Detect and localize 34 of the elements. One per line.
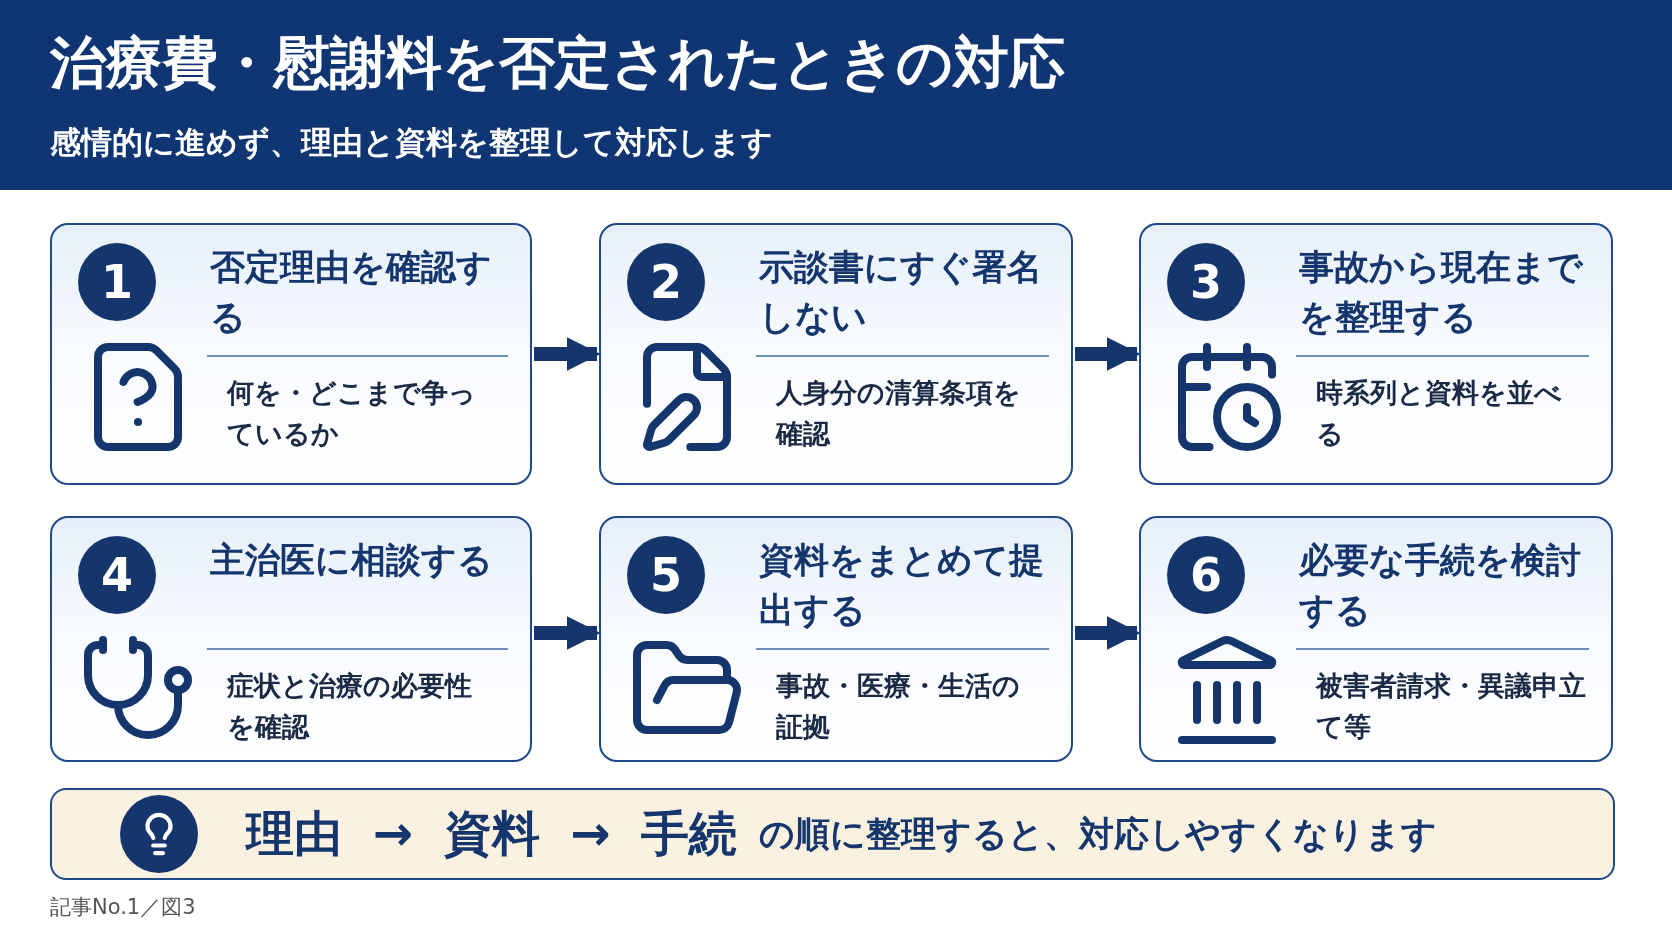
step-number: 5 bbox=[627, 536, 705, 614]
tip-banner bbox=[50, 788, 1615, 880]
step-number: 1 bbox=[78, 243, 156, 321]
caption: 記事No.1／図3 bbox=[50, 894, 196, 921]
step-heading: 否定理由を確認する bbox=[210, 246, 493, 339]
arrow bbox=[1075, 616, 1141, 650]
step-card bbox=[1139, 516, 1613, 762]
step-number: 6 bbox=[1167, 536, 1245, 614]
step-description: 被害者請求・異議申立て等 bbox=[1316, 669, 1586, 744]
key-steps: 理由 → 資料 → 手続 bbox=[246, 802, 738, 866]
step-card bbox=[1139, 223, 1613, 485]
step-card bbox=[50, 223, 532, 485]
title: 治療費・慰謝料を否定されたときの対応 bbox=[50, 29, 1065, 97]
arrow bbox=[534, 616, 601, 650]
step-description: 人身分の清算条項を確認 bbox=[776, 376, 1022, 451]
step-number: 2 bbox=[627, 243, 705, 321]
step-number: 3 bbox=[1167, 243, 1245, 321]
step-card bbox=[50, 516, 532, 762]
step-heading: 資料をまとめて提出する bbox=[759, 539, 1045, 632]
tip-text: の順に整理すると、対応しやすくなります bbox=[759, 812, 1438, 856]
step-number: 4 bbox=[78, 536, 156, 614]
step-description: 症状と治療の必要性を確認 bbox=[227, 669, 473, 744]
step-description: 時系列と資料を並べる bbox=[1316, 376, 1563, 451]
arrow bbox=[1075, 337, 1141, 371]
step-heading: 示談書にすぐ署名しない bbox=[759, 246, 1043, 339]
step-card bbox=[599, 516, 1073, 762]
step-description: 何を・どこまで争っているか bbox=[227, 376, 477, 451]
subtitle: 感情的に進めず、理由と資料を整理して対応します bbox=[50, 123, 773, 162]
arrow bbox=[534, 337, 601, 371]
step-heading: 必要な手続を検討する bbox=[1299, 539, 1582, 632]
step-description: 事故・医療・生活の証拠 bbox=[776, 669, 1021, 744]
step-heading: 主治医に相談する bbox=[210, 539, 494, 582]
step-heading: 事故から現在までを整理する bbox=[1299, 246, 1584, 339]
step-card bbox=[599, 223, 1073, 485]
